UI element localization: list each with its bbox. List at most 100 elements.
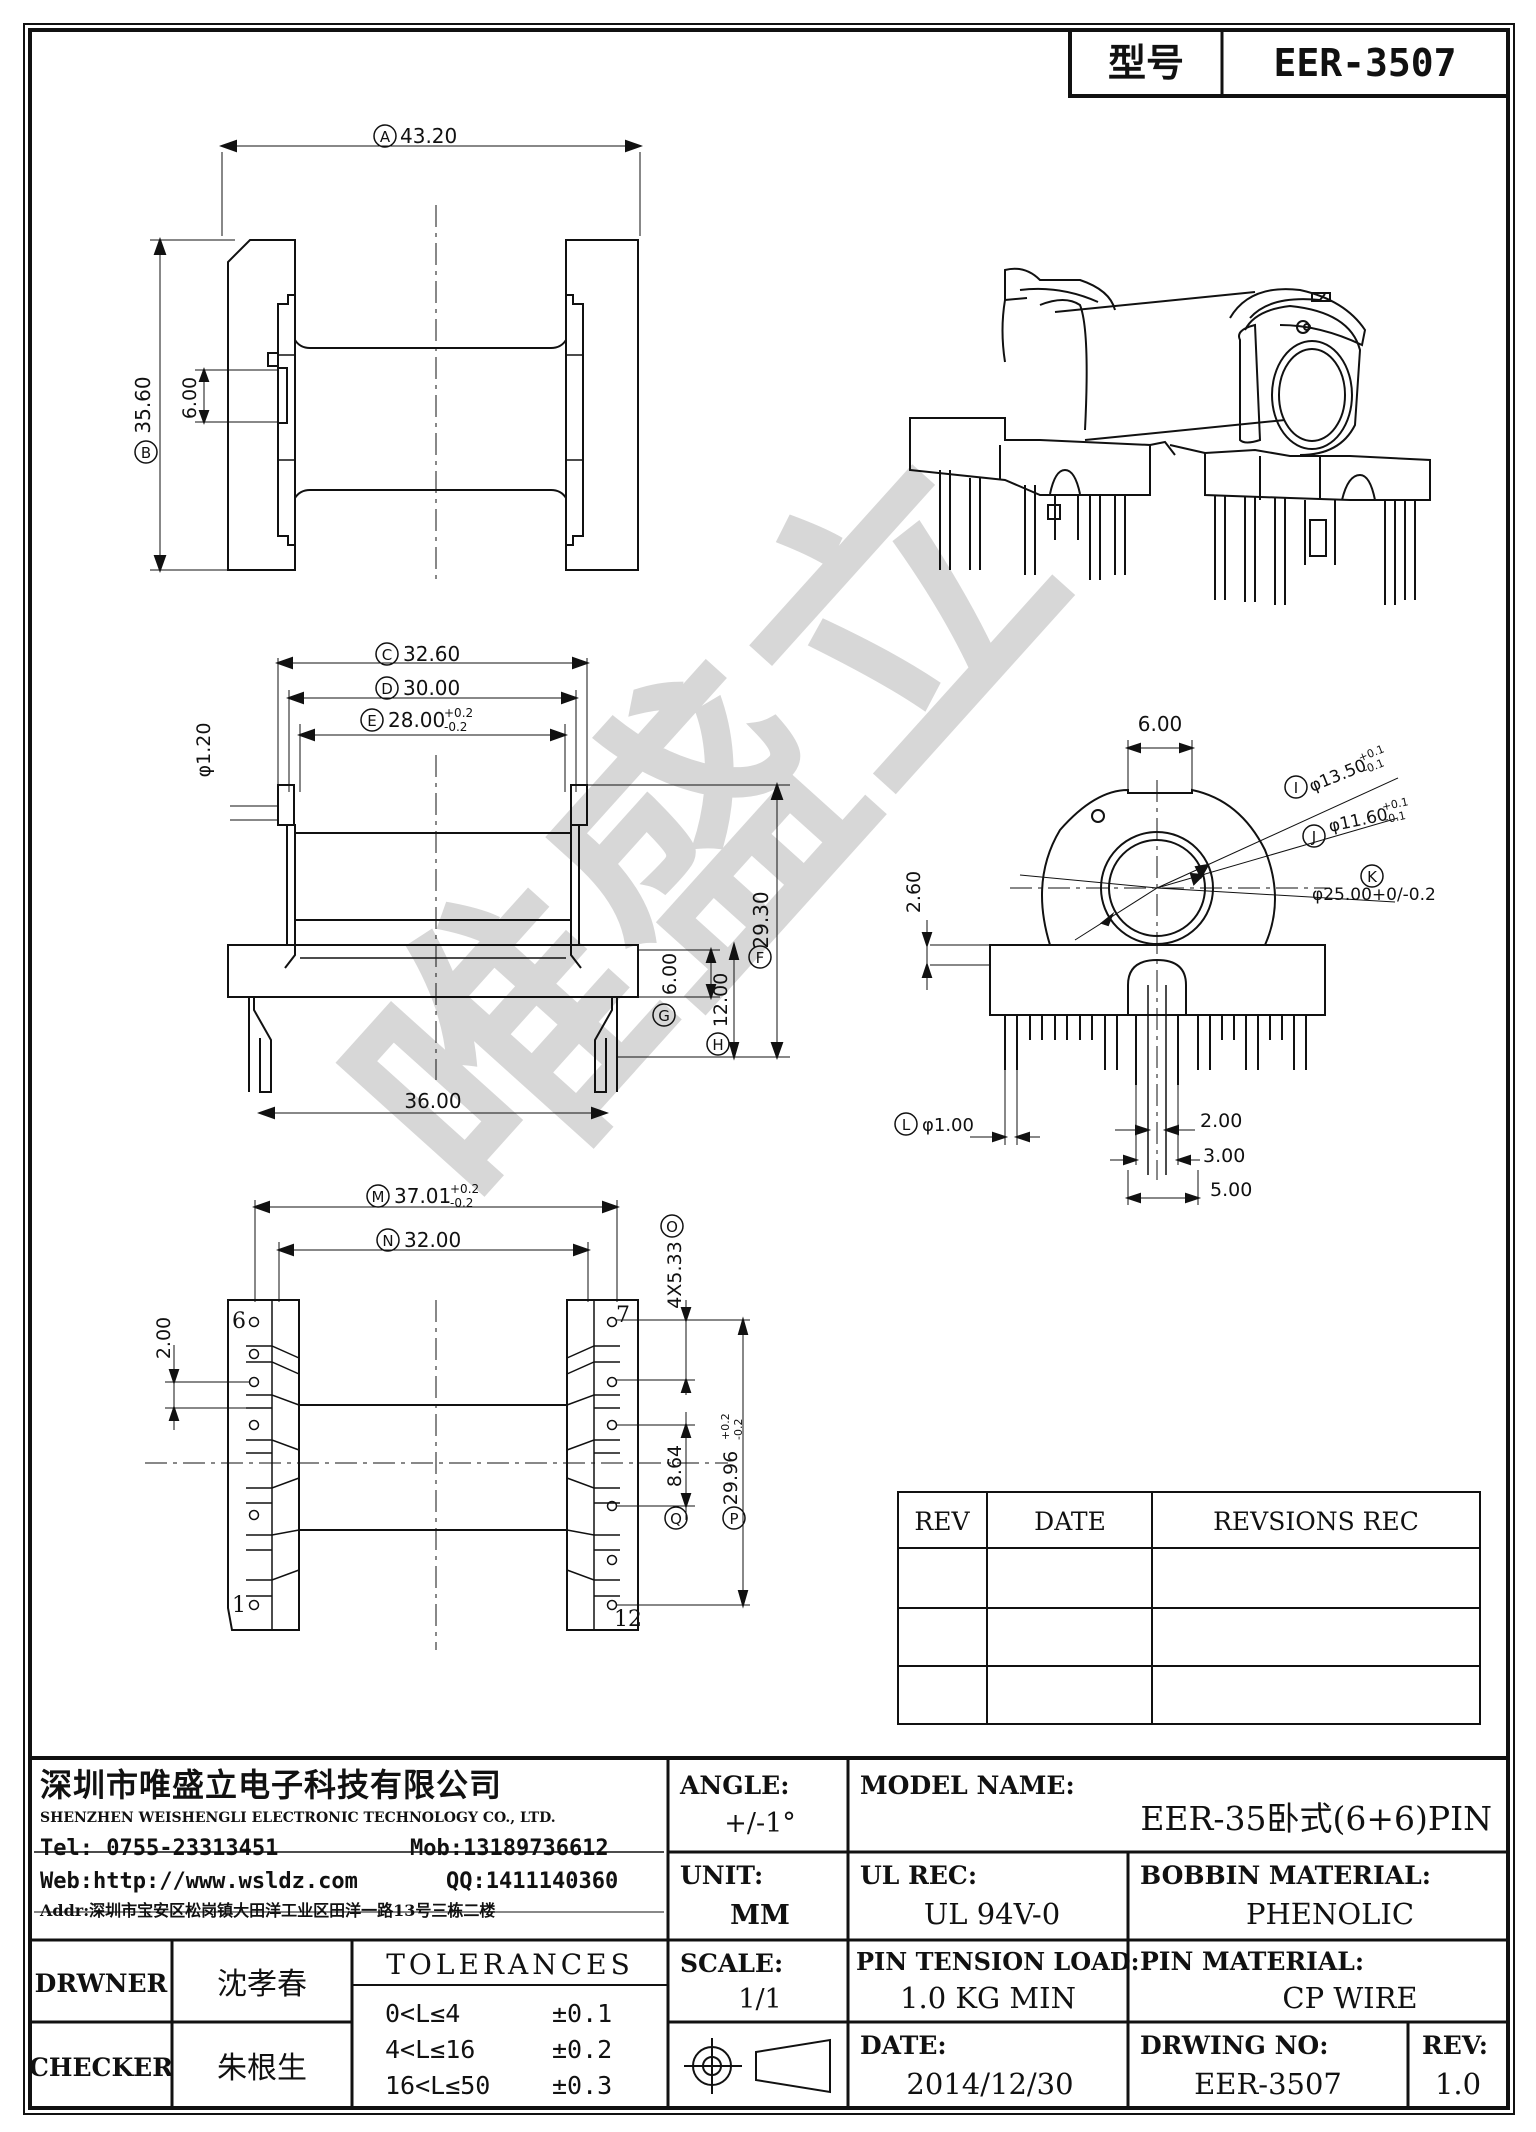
dim-j: φ11.60 <box>1327 805 1390 837</box>
tol-1-value: ±0.1 <box>552 1999 612 2028</box>
dim-g: 6.00 <box>659 953 681 995</box>
pin-hole <box>606 1554 618 1566</box>
model-header-label: 型号 <box>1108 40 1184 85</box>
pin-tension-label: PIN TENSION LOAD: <box>856 1947 1140 1976</box>
dim-pitch: 2.00 <box>153 1317 175 1359</box>
end-view <box>921 740 1399 1205</box>
svg-text:-0.2: -0.2 <box>450 1196 473 1210</box>
dim-p: 29.96 <box>720 1451 742 1505</box>
svg-text:I: I <box>1294 779 1298 797</box>
pin-hole <box>248 1316 260 1328</box>
dim-base: 36.00 <box>404 1089 461 1113</box>
svg-text:K: K <box>1367 868 1378 886</box>
rev-label: REV: <box>1422 2031 1488 2060</box>
drwner-value: 沈孝春 <box>217 1967 307 2002</box>
svg-text:L: L <box>902 1116 911 1134</box>
svg-text:H: H <box>712 1036 723 1054</box>
dim-a: 43.20 <box>400 124 457 148</box>
svg-text:-0.1: -0.1 <box>1383 809 1407 826</box>
dim-300: 3.00 <box>1203 1145 1245 1167</box>
dim-b: 35.60 <box>131 376 155 433</box>
svg-text:N: N <box>382 1232 393 1250</box>
tolerances-title: TOLERANCES <box>386 1948 634 1981</box>
svg-text:J: J <box>1311 828 1316 846</box>
dim-k: φ25.00+0/-0.2 <box>1312 885 1436 905</box>
pin-hole <box>606 1316 618 1328</box>
model-header-value: EER-3507 <box>1273 41 1456 85</box>
svg-text:B: B <box>141 444 151 462</box>
checker-value: 朱根生 <box>217 2051 307 2086</box>
position-tolerance-symbol <box>684 2038 831 2094</box>
date-value: 2014/12/30 <box>906 2067 1073 2101</box>
addr: Addr:深圳市宝安区松岗镇大田洋工业区田洋一路13号三栋二楼 <box>39 1901 495 1920</box>
bobbin-label: BOBBIN MATERIAL: <box>1140 1861 1431 1890</box>
dim-o: 4X5.33 <box>664 1241 686 1308</box>
svg-text:E: E <box>367 712 376 730</box>
rev-header: REV <box>914 1507 970 1536</box>
angle-value: +/-1° <box>724 1808 796 1839</box>
svg-text:+0.2: +0.2 <box>450 1182 479 1196</box>
pin-number-6: 6 <box>232 1309 246 1334</box>
svg-text:D: D <box>381 680 393 698</box>
dim-l: φ1.00 <box>922 1115 974 1136</box>
qq: QQ:1411140360 <box>446 1869 618 1894</box>
drawing-no-label: DRWING NO: <box>1140 2031 1328 2060</box>
model-header: 型号 EER-3507 <box>1068 28 1510 98</box>
company-en: SHENZHEN WEISHENGLI ELECTRONIC TECHNOLOG… <box>40 1810 556 1826</box>
tol-2-range: 4<L≤16 <box>385 2035 475 2064</box>
pin-hole <box>248 1599 260 1611</box>
isometric-view <box>909 267 1431 605</box>
revisions-rec-header: REVSIONS REC <box>1213 1507 1419 1536</box>
pin-tension-value: 1.0 KG MIN <box>900 1981 1076 2015</box>
side-view <box>227 656 790 1120</box>
tol-2-value: ±0.2 <box>552 2035 612 2064</box>
drwner-label: DRWNER <box>35 1969 168 1998</box>
dim-200: 2.00 <box>1200 1110 1242 1132</box>
title-block-text: 深圳市唯盛立电子科技有限公司 SHENZHEN WEISHENGLI ELECT… <box>29 1766 1492 2101</box>
dim-top: 6.00 <box>1138 712 1183 736</box>
dim-q: 8.64 <box>664 1445 686 1487</box>
svg-text:Q: Q <box>670 1510 682 1528</box>
scale-value: 1/1 <box>738 1984 781 2015</box>
svg-text:O: O <box>666 1218 678 1236</box>
pin-number-12: 12 <box>614 1607 642 1632</box>
bobbin-value: PHENOLIC <box>1246 1897 1414 1931</box>
model-name-value: EER-35卧式(6+6)PIN <box>1140 1799 1492 1838</box>
checker-label: CHECKER <box>29 2053 173 2082</box>
dim-slot: 6.00 <box>179 377 201 419</box>
unit-value: MM <box>730 1900 790 1931</box>
svg-text:F: F <box>756 949 765 967</box>
company-cn: 深圳市唯盛立电子科技有限公司 <box>40 1766 502 1804</box>
svg-text:C: C <box>382 646 392 664</box>
svg-text:+0.2: +0.2 <box>444 706 473 720</box>
tol-3-range: 16<L≤50 <box>385 2071 490 2100</box>
top-view <box>150 139 643 580</box>
svg-text:P: P <box>729 1510 738 1528</box>
scale-label: SCALE: <box>680 1949 783 1978</box>
dim-260: 2.60 <box>903 871 925 913</box>
dim-500: 5.00 <box>1210 1179 1252 1201</box>
pin-number-7: 7 <box>616 1303 630 1328</box>
dim-f: 29.30 <box>749 891 773 948</box>
tel: Tel: 0755-23313451 <box>40 1836 278 1861</box>
rev-value: 1.0 <box>1435 2067 1481 2101</box>
model-name-label: MODEL NAME: <box>860 1771 1075 1800</box>
unit-label: UNIT: <box>680 1861 763 1890</box>
dim-c: 32.60 <box>403 642 460 666</box>
svg-text:+0.1: +0.1 <box>1381 795 1410 813</box>
svg-text:-0.2: -0.2 <box>444 720 467 734</box>
pin-hole <box>248 1419 260 1431</box>
svg-text:+0.2: +0.2 <box>719 1413 732 1440</box>
svg-text:G: G <box>658 1007 670 1025</box>
pin-hole <box>248 1376 260 1388</box>
mob: Mob:13189736612 <box>410 1836 609 1861</box>
dim-d: 30.00 <box>403 676 460 700</box>
outer-border <box>23 23 1515 2115</box>
tol-3-value: ±0.3 <box>552 2071 612 2100</box>
dim-pin-dia: φ1.20 <box>193 723 215 778</box>
ul-value: UL 94V-0 <box>924 1897 1060 1931</box>
bottom-view <box>145 1200 750 1650</box>
date-label: DATE: <box>860 2031 947 2060</box>
dim-m: 37.01 <box>394 1184 451 1208</box>
svg-text:-0.2: -0.2 <box>732 1419 745 1440</box>
